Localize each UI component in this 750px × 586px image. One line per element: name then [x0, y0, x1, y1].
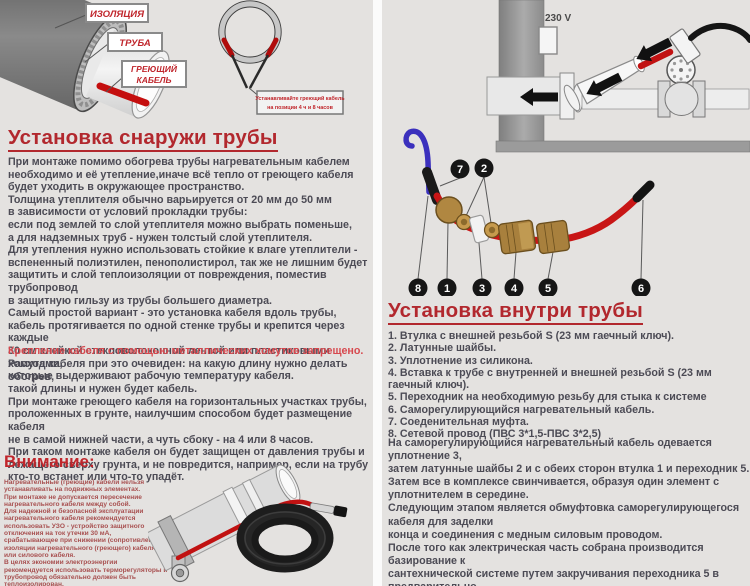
label-heating-cable: ГРЕЮЩИЙ КАБЕЛЬ	[105, 60, 187, 93]
power-cord-black	[688, 22, 750, 43]
component-breakdown: 7 2 8 1 3 4 5 6	[403, 128, 655, 296]
marker-3: 3	[472, 278, 492, 296]
leader-lines	[417, 176, 644, 280]
svg-text:8: 8	[415, 283, 421, 295]
cable-position-4oclock	[265, 37, 279, 58]
cable-along-pipe-diagram	[148, 464, 348, 583]
coiled-power-cord	[236, 503, 334, 573]
parts-list: 1. Втулка с внешней резьбой S (23 мм гае…	[388, 330, 712, 441]
section-heading-outside: Установка снаружи трубы	[8, 127, 278, 152]
section-heading-inside: Установка внутри трубы	[388, 300, 643, 325]
marker-7: 7	[450, 159, 470, 179]
right-panel: 230 V	[382, 0, 750, 586]
outside-install-paragraph-1: При монтаже помимо обогрева трубы нагрев…	[8, 156, 368, 383]
voltage-label: 230 V	[545, 13, 571, 24]
adapter-part5	[535, 219, 571, 255]
svg-text:7: 7	[457, 164, 463, 176]
svg-text:ГРЕЮЩИЙ: ГРЕЮЩИЙ	[131, 63, 178, 74]
cable-clamp	[669, 28, 701, 64]
marker-6: 6	[631, 278, 651, 296]
outside-install-paragraph-2: Расход кабеля при это очевиден: на какую…	[8, 358, 369, 484]
inside-pipe-install-diagram: 230 V	[403, 0, 750, 296]
inside-install-paragraph: На саморегулирующийся нагревательный каб…	[388, 437, 750, 586]
attention-notes: Нагревательные (греющие) кабели нельзя у…	[4, 479, 167, 586]
svg-text:Устанавливайте греющий кабель: Устанавливайте греющий кабель	[255, 95, 345, 102]
svg-text:5: 5	[545, 283, 551, 295]
label-insulation: ИЗОЛЯЦИЯ	[54, 3, 149, 29]
svg-text:6: 6	[638, 283, 644, 295]
cable-end-cap	[632, 180, 655, 203]
svg-text:ТРУБА: ТРУБА	[119, 38, 151, 49]
attention-heading: Внимание:	[4, 452, 95, 471]
label-pipe: ТРУБА	[84, 32, 163, 63]
marker-4: 4	[504, 278, 524, 296]
insulated-pipe-diagram: ИЗОЛЯЦИЯ ТРУБА ГРЕЮЩИЙ КАБЕЛЬ	[0, 0, 345, 119]
metal-clamps-warning: Крепление кабеля с помощью металлических…	[8, 345, 364, 357]
cross-section-note: Устанавливайте греющий кабель на позиции…	[255, 90, 345, 115]
cable-red-segment	[637, 48, 674, 70]
end-sleeve	[309, 502, 348, 518]
heating-cable-stripe	[96, 82, 150, 107]
svg-text:ИЗОЛЯЦИЯ: ИЗОЛЯЦИЯ	[90, 9, 145, 20]
cable-position-8oclock	[221, 37, 235, 58]
left-panel: ИЗОЛЯЦИЯ ТРУБА ГРЕЮЩИЙ КАБЕЛЬ	[0, 0, 373, 586]
svg-text:3: 3	[479, 283, 485, 295]
svg-text:КАБЕЛЬ: КАБЕЛЬ	[136, 75, 171, 85]
pipe-insert-part4	[497, 219, 537, 255]
svg-text:1: 1	[444, 283, 450, 295]
svg-text:2: 2	[481, 163, 487, 175]
svg-text:4: 4	[511, 283, 518, 295]
bushing-part1	[435, 196, 463, 224]
junction-box	[538, 26, 558, 55]
marker-8: 8	[408, 278, 428, 296]
pipe-cross-section	[218, 0, 282, 98]
floor-band	[495, 140, 750, 153]
svg-text:на позиции 4 ч и 8 часов: на позиции 4 ч и 8 часов	[267, 105, 334, 111]
marker-2: 2	[474, 158, 494, 178]
cold-lead-blue	[403, 128, 432, 195]
wall-column	[498, 0, 545, 147]
marker-5: 5	[538, 278, 558, 296]
marker-1: 1	[437, 278, 457, 296]
valve-with-meter	[657, 55, 706, 118]
